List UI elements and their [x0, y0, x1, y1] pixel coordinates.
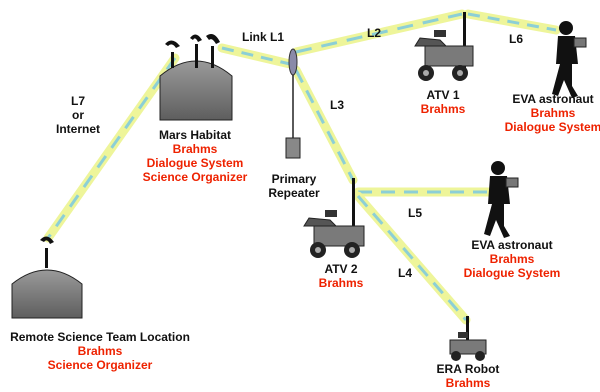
- eva1-label: EVA astronaut Brahms Dialogue System: [498, 92, 600, 134]
- remote-dome-icon: [11, 236, 83, 319]
- node-role: Brahms: [489, 252, 535, 266]
- eva2-label: EVA astronaut Brahms Dialogue System: [452, 238, 572, 280]
- atv1-label: ATV 1 Brahms: [408, 88, 478, 116]
- astronaut-icon: [484, 161, 519, 238]
- node-role: Brahms: [318, 276, 364, 290]
- node-name: Repeater: [268, 186, 320, 200]
- atv-robot-icon: [414, 12, 474, 81]
- link-l3-label: L3: [330, 98, 345, 112]
- node-name: ERA Robot: [436, 362, 500, 376]
- remote-label: Remote Science Team Location Brahms Scie…: [0, 330, 200, 372]
- astronaut-icon: [552, 21, 587, 98]
- era-label: ERA Robot Brahms: [428, 362, 508, 390]
- node-role: Dialogue System: [146, 156, 244, 170]
- repeater-antenna-icon: [285, 48, 301, 159]
- node-role: Science Organizer: [47, 358, 153, 372]
- node-name: EVA astronaut: [471, 238, 553, 252]
- habitat-label: Mars Habitat Brahms Dialogue System Scie…: [130, 128, 260, 184]
- link-l7-line: L7: [70, 94, 85, 108]
- link-l6-label: L6: [509, 32, 524, 46]
- dish-antenna-icon: [165, 34, 220, 68]
- link-l4-label: L4: [398, 266, 413, 280]
- node-role: Science Organizer: [142, 170, 248, 184]
- link-l1-beam: [217, 43, 295, 69]
- node-name: Primary: [271, 172, 317, 186]
- link-l2-beam: [291, 9, 467, 57]
- node-name: Remote Science Team Location: [10, 330, 190, 344]
- node-name: ATV 2: [324, 262, 358, 276]
- node-role: Brahms: [420, 102, 466, 116]
- node-role: Dialogue System: [504, 120, 600, 134]
- node-name: Mars Habitat: [158, 128, 232, 142]
- node-name: ATV 1: [426, 88, 460, 102]
- node-role: Brahms: [530, 106, 576, 120]
- atv-robot-icon: [303, 178, 365, 258]
- link-l2-label: L2: [367, 26, 382, 40]
- habitat-dome-icon: [159, 60, 233, 121]
- node-name: EVA astronaut: [512, 92, 594, 106]
- link-l7-beam: [43, 53, 180, 243]
- link-l5-label: L5: [408, 206, 423, 220]
- node-role: Brahms: [445, 376, 491, 390]
- link-l6-beam: [463, 9, 561, 35]
- link-l4-beam: [353, 191, 471, 325]
- link-l7-line: Internet: [56, 122, 101, 136]
- node-role: Brahms: [77, 344, 123, 358]
- repeater-label: Primary Repeater: [262, 172, 326, 200]
- link-l7-line: or: [72, 108, 84, 122]
- link-l7-label: L7 or Internet: [56, 94, 101, 136]
- node-role: Dialogue System: [463, 266, 561, 280]
- link-l1-label: Link L1: [242, 30, 285, 44]
- atv2-label: ATV 2 Brahms: [306, 262, 376, 290]
- link-l3-beam: [291, 65, 358, 185]
- node-role: Brahms: [172, 142, 218, 156]
- era-robot-icon: [449, 316, 487, 361]
